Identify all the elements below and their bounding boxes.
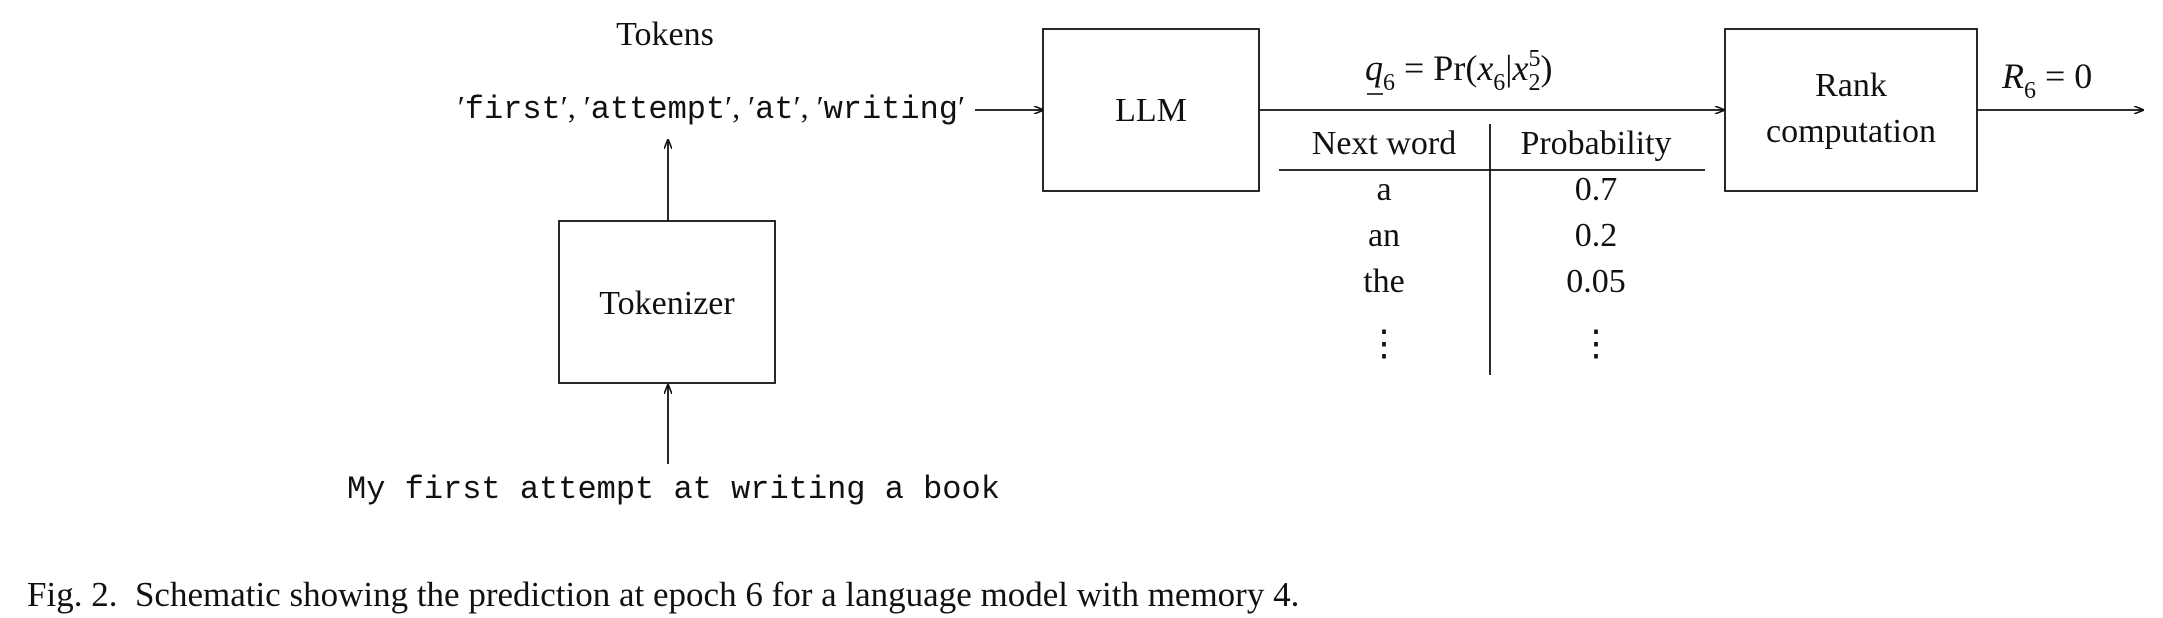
llm-label: LLM [1115,92,1187,129]
table-cell-ellipsis: ⋮ [1366,323,1402,363]
rank-label-line1: Rank [1815,67,1887,104]
llm-box [1042,28,1260,192]
table-cell: 0.05 [1566,263,1626,300]
token-sequence: ′first′, ′attempt′, ′at′, ′writing′ [458,89,965,128]
rank-label-line2: computation [1766,113,1936,150]
table-cell: a [1376,171,1391,208]
rank-output: R6 = 0 [2001,56,2092,104]
table-cell: the [1363,263,1405,300]
table-header-probability: Probability [1520,125,1671,162]
tokens-title: Tokens [616,16,714,53]
table-cell-ellipsis: ⋮ [1578,323,1614,363]
table-header-next-word: Next word [1312,125,1456,162]
figure-caption: Fig. 2. Schematic showing the prediction… [27,575,1299,614]
rank-box [1724,28,1978,192]
table-cell: 0.7 [1575,171,1618,208]
tokenizer-label: Tokenizer [599,285,735,322]
table-cell: an [1368,217,1400,254]
table-cell: 0.2 [1575,217,1618,254]
input-sentence: My first attempt at writing a book [347,471,1000,508]
tokenizer-box [558,220,776,384]
probability-table: Next word Probability a 0.7 an 0.2 the 0… [1279,124,1705,375]
